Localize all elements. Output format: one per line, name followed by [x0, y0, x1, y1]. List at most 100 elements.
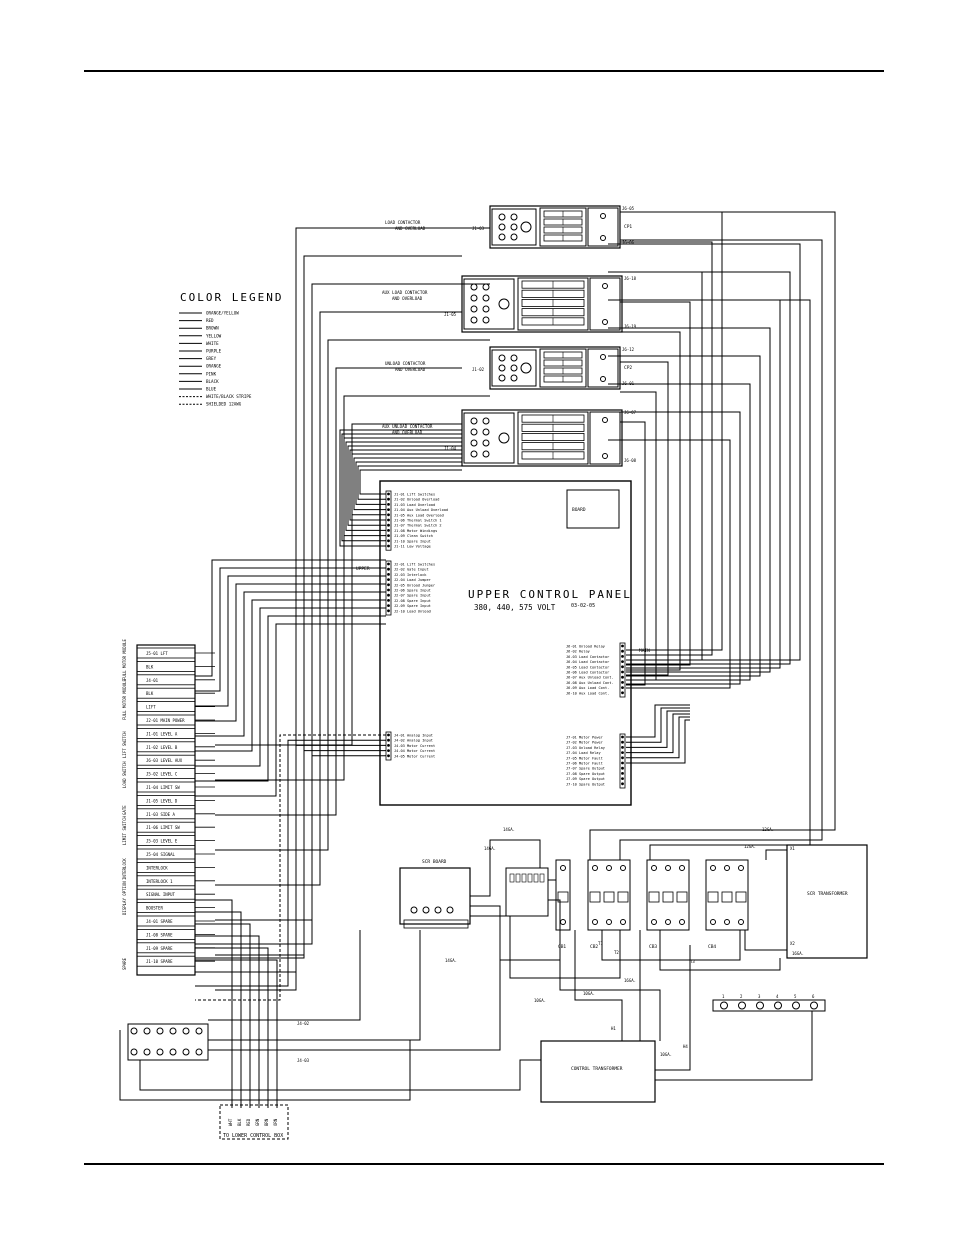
breaker-terminal-icon	[651, 865, 657, 871]
scr-board	[399, 867, 471, 925]
legend-label: WHITE/BLACK STRIPE	[206, 394, 252, 399]
connector-pin	[387, 513, 390, 517]
reset-dial-icon	[520, 221, 532, 233]
connector-pin-label: J7-07 Spare Output	[566, 767, 605, 771]
terminal-block	[127, 1023, 209, 1061]
connector-pin	[621, 756, 624, 760]
breaker-toggle	[721, 891, 733, 903]
wire-gauge-label: 16GA.	[624, 978, 636, 983]
terminal-row-label: J6-03 LEVEL AUX	[146, 758, 183, 763]
terminal-row-label: J1-04 LIMIT SW	[146, 785, 180, 790]
connector-pin-label: J1-01 Lift Switches	[394, 493, 435, 497]
legend-label: BLACK	[206, 379, 219, 384]
upper-panel-frame	[379, 480, 632, 806]
reset-dial-icon	[520, 362, 532, 374]
terminal-screw-icon	[470, 450, 478, 458]
wire	[215, 283, 490, 921]
fuse-label: 2	[740, 994, 743, 999]
legend-title: COLOR LEGEND	[180, 291, 283, 304]
connector-pin-label: J6-07 Aux Unload Cont.	[566, 676, 614, 680]
fuse-terminal-icon	[738, 1001, 746, 1010]
wire-gauge-label: T2	[614, 950, 619, 955]
terminal-row-label: INTERLOCK 1	[146, 879, 173, 884]
connector-pin	[621, 649, 624, 653]
wire	[655, 945, 691, 1071]
fuse-cell	[509, 873, 515, 883]
connector-pin-label: J7-02 Motor Power	[566, 741, 604, 745]
connector-pin-label: J1-06 Thermal Switch 1	[394, 519, 442, 523]
wire	[608, 243, 801, 661]
wire	[195, 935, 260, 1108]
terminal-row-label: SIGNAL INPUT	[146, 892, 175, 897]
connector-pin-label: J7-03 Unload Relay	[566, 746, 606, 750]
aux-terminal-icon	[602, 453, 608, 459]
contactor-body	[489, 205, 621, 249]
terminal-row-label: LIFT	[146, 705, 156, 710]
terminal-screw-icon	[510, 223, 518, 231]
wire	[355, 461, 462, 505]
connector-pin	[387, 738, 390, 742]
connector-pin	[387, 523, 390, 527]
terminal-row-label: J1-02 LEVEL B	[146, 745, 178, 750]
terminal-screw-icon	[498, 354, 506, 362]
wire	[659, 930, 781, 971]
lower-box-wire-label: GRN	[255, 1118, 260, 1126]
connector-pin	[387, 583, 390, 587]
wire	[589, 211, 836, 860]
contactor-body	[461, 275, 623, 333]
terminal-group-label: FULL MOTOR MODULE	[122, 678, 127, 720]
breaker-terminal-icon	[620, 919, 626, 925]
connector-pin-label: J2-08 Spare Input	[394, 599, 431, 603]
terminal-group-label: FULL MOTOR MODULE	[122, 638, 127, 680]
wire-gauge-label: 12GA.	[744, 844, 756, 849]
wire	[345, 441, 462, 531]
connector-pin	[621, 782, 624, 786]
wire	[195, 750, 386, 959]
connector-pin-label: J2-05 Unload Jumper	[394, 583, 436, 587]
lower-control-box-label: TO LOWER CONTROL BOX	[223, 1133, 283, 1139]
terminal-group-label: DISPLAY OPTION	[122, 881, 127, 915]
terminal-row-label: J5-01 LFT	[146, 651, 168, 656]
contactor-label: AUX UNLOAD CONTACTOR	[382, 424, 433, 429]
wire	[626, 710, 690, 748]
fuse-terminal-icon	[792, 1001, 800, 1010]
fuse-label: 4	[776, 994, 779, 999]
connector-pin	[387, 588, 390, 592]
legend-label: PURPLE	[206, 349, 222, 354]
contactor-coil-block	[539, 348, 587, 388]
aux-terminal-icon	[600, 213, 606, 219]
fuse-label: 1	[722, 994, 725, 999]
breaker-terminal-icon	[679, 865, 685, 871]
breaker-terminal-icon	[665, 865, 671, 871]
contactor-label: AND OVERLOAD	[392, 430, 423, 435]
terminal-row-label: J1-06 LIMIT SW	[146, 825, 180, 830]
connector-pin-label: J1-03 Load Overload	[394, 503, 435, 507]
wire	[128, 1059, 541, 1091]
color-legend: COLOR LEGEND ORANGE/YELLOWREDBROWNYELLOW…	[179, 291, 283, 407]
auxiliary-block	[589, 277, 621, 331]
scr-board-component-icon	[410, 906, 418, 914]
connector-pin-label: J4-02 Analog Input	[394, 739, 433, 743]
terminal-screw-icon	[470, 283, 478, 291]
wire-gauge-label: 10GA.	[583, 991, 595, 996]
wire	[626, 716, 690, 759]
contactor-left-tag: J1-02	[472, 367, 485, 372]
breaker-toggle	[589, 891, 601, 903]
terminal-screw-icon	[130, 1027, 138, 1035]
lower-box-wire-label: WHT	[228, 1118, 233, 1126]
legend-label: ORANGE	[206, 364, 222, 369]
connector-pin-label: J6-06 Load Contactor	[566, 671, 610, 675]
contactor-label: UNLOAD CONTACTOR	[385, 361, 426, 366]
lower-box-wire-label: RED	[246, 1118, 251, 1126]
wire	[208, 930, 361, 1021]
wire	[765, 849, 787, 860]
connector-pin-label: J7-09 Spare Output	[566, 777, 605, 781]
connector-pin-label: J1-05 Aux Load Overload	[394, 513, 444, 517]
scr-board-label: SCR BOARD	[422, 859, 447, 865]
terminal-screw-icon	[470, 316, 478, 324]
auxiliary-block	[587, 348, 619, 388]
